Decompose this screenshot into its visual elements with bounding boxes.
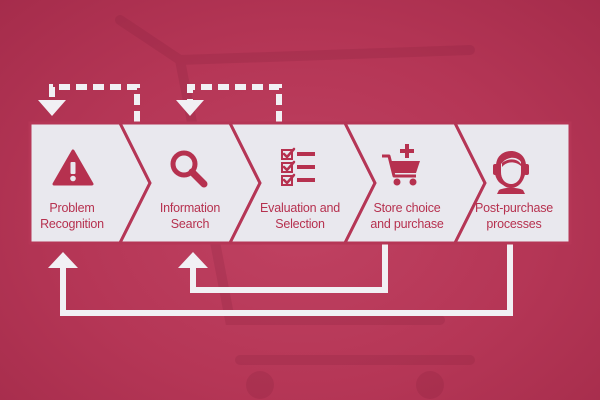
step-label-store-choice: Store choice and purchase	[355, 200, 459, 232]
label-line-1: Post-purchase	[475, 201, 553, 215]
magnifier-icon	[170, 150, 208, 188]
step-label-problem-recognition: Problem Recognition	[20, 200, 124, 232]
arrowhead-up-problem-recognition	[48, 252, 78, 268]
return-line-to-problem-recognition	[60, 243, 513, 316]
shopping-cart-icon	[382, 144, 420, 186]
arrowhead-up-information-search	[178, 252, 208, 268]
label-line-1: Information	[159, 201, 221, 215]
dashed-loop-to-information-search	[187, 84, 282, 122]
dashed-loop-to-problem-recognition	[49, 84, 140, 122]
label-line-2: and purchase	[370, 217, 444, 231]
label-line-2: Search	[170, 217, 210, 231]
arrowhead-down-information-search	[176, 100, 204, 116]
label-line-2: processes	[486, 217, 542, 231]
label-line-1: Store choice	[373, 201, 441, 215]
step-label-information-search: Information Search	[138, 200, 242, 232]
label-line-1: Problem	[49, 201, 95, 215]
step-label-post-purchase: Post-purchase processes	[462, 200, 566, 232]
step-label-evaluation: Evaluation and Selection	[248, 200, 352, 232]
label-line-1: Evaluation and	[260, 201, 340, 215]
warning-icon	[52, 149, 94, 186]
label-line-2: Recognition	[40, 217, 104, 231]
customer-support-icon	[493, 151, 529, 194]
checklist-icon	[281, 147, 315, 186]
return-line-to-information-search	[190, 243, 388, 293]
label-line-2: Selection	[275, 217, 325, 231]
arrowhead-down-problem-recognition	[38, 100, 66, 116]
